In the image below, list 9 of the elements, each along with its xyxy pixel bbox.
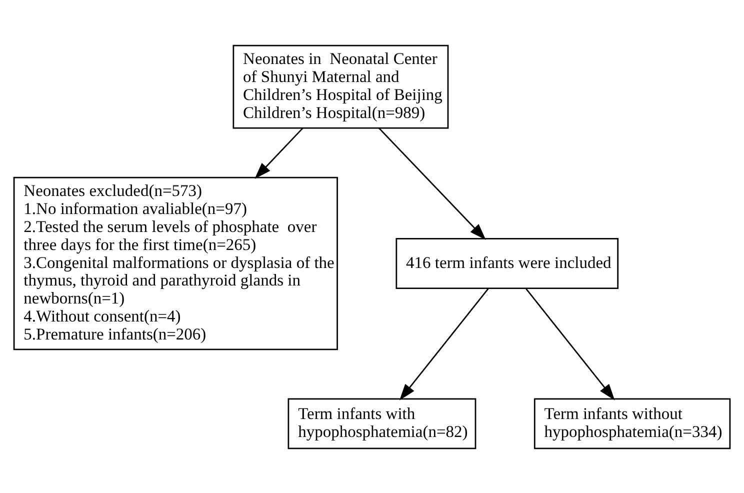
node-box: Term infants without hypophosphatemia(n=334) [534, 398, 731, 449]
arrow [254, 127, 304, 178]
arrow [378, 127, 486, 240]
node-box: 416 term infants were included [396, 238, 619, 288]
arrow [526, 288, 615, 400]
arrow [399, 288, 489, 400]
node-box: Term infants with hypophosphatemia(n=82) [288, 398, 476, 449]
node-box: Neonates excluded(n=573) 1.No information avaliable(n=97) 2.Tested the serum levels of phosphate over three days for the first time(n=265) 3.Congenital malformations or dysplasia of the thymus, thyroid and parathyroid glands in newborns(n=1) 4.Without consent(n=4) 5.Premature infants(n=206) [13, 176, 338, 350]
node-box: Neonates in Neonatal Center of Shunyi Maternal and Children’s Hospital of Beijing Children’s Hospital(n=989) [232, 44, 449, 128]
